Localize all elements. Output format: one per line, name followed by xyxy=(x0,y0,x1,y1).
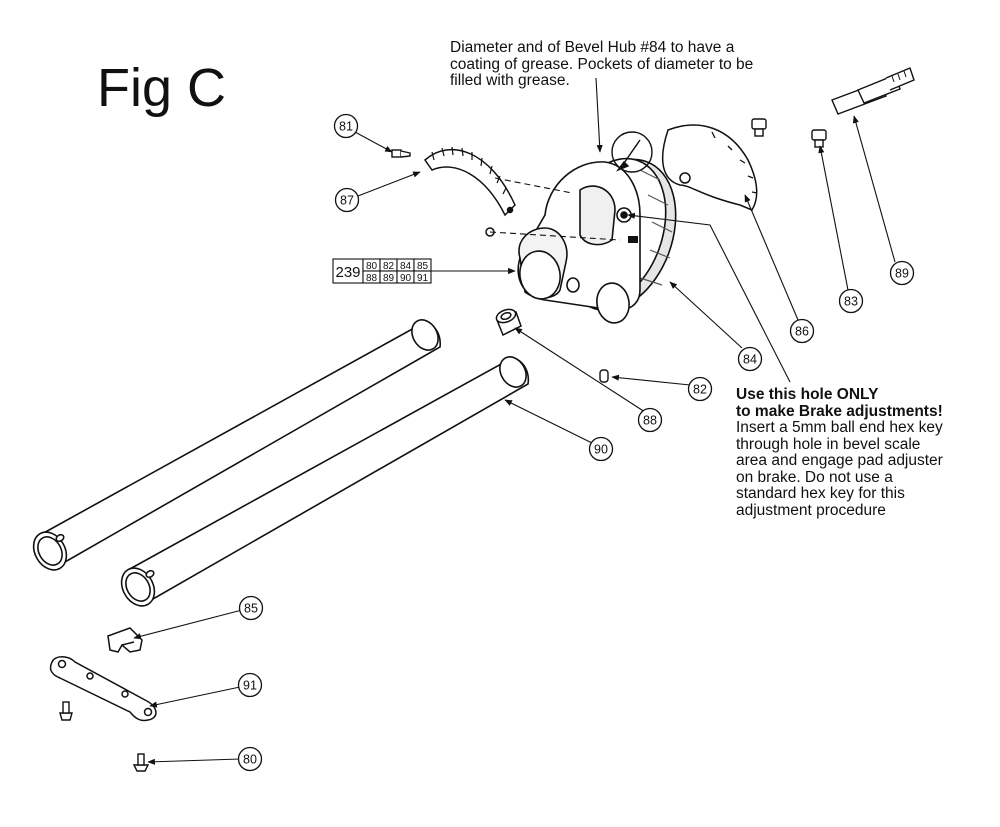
link-plate-91 xyxy=(49,656,157,722)
grease-note: Diameter and of Bevel Hub #84 to have a … xyxy=(450,39,754,90)
brake-note-line: Insert a 5mm ball end hex key xyxy=(736,419,943,436)
grease-note-line: coating of grease. Pockets of diameter t… xyxy=(450,55,754,73)
callouts: 81 87 89 83 86 84 xyxy=(237,113,915,772)
svg-text:83: 83 xyxy=(844,295,858,309)
grease-note-line: filled with grease. xyxy=(450,72,570,89)
svg-text:90: 90 xyxy=(594,443,608,457)
leader-lines xyxy=(133,77,896,765)
assembly-part: 90 xyxy=(400,273,412,284)
tube-long-rear xyxy=(32,319,441,571)
assembly-part: 89 xyxy=(383,273,395,284)
sleeve-88 xyxy=(495,308,522,337)
callout-80: 80 xyxy=(237,746,263,772)
tube-90 xyxy=(120,356,530,607)
callout-87: 87 xyxy=(334,187,360,213)
svg-text:87: 87 xyxy=(340,194,354,208)
callout-84: 84 xyxy=(737,346,763,372)
bevel-scale-87 xyxy=(424,146,516,237)
brake-note-heading: to make Brake adjustments! xyxy=(736,402,943,420)
assembly-part: 85 xyxy=(417,261,429,272)
svg-text:88: 88 xyxy=(643,414,657,428)
screw-80b xyxy=(132,753,150,772)
brake-note-heading: Use this hole ONLY xyxy=(736,386,879,403)
screw-80a xyxy=(59,701,73,721)
assembly-part: 80 xyxy=(366,261,378,272)
svg-text:82: 82 xyxy=(693,383,707,397)
screw-81 xyxy=(391,149,411,158)
assembly-part: 82 xyxy=(383,261,395,272)
callout-86: 86 xyxy=(789,318,815,344)
screw-83b xyxy=(811,129,827,148)
svg-text:81: 81 xyxy=(339,120,353,134)
grease-brush-icon xyxy=(611,131,653,173)
bracket-85 xyxy=(107,627,143,653)
callout-90: 90 xyxy=(588,436,614,462)
callout-82: 82 xyxy=(687,376,713,402)
svg-text:84: 84 xyxy=(743,353,757,367)
callout-91: 91 xyxy=(237,672,263,698)
pin-82 xyxy=(599,369,609,383)
assembly-number: 239 xyxy=(335,264,360,281)
svg-text:80: 80 xyxy=(243,753,257,767)
brake-plate-86 xyxy=(661,124,758,211)
svg-text:89: 89 xyxy=(895,267,909,281)
brake-note-line: area and engage pad adjuster xyxy=(736,452,943,469)
grease-note-line: Diameter and of Bevel Hub #84 to have a xyxy=(450,39,735,56)
stud-89 xyxy=(831,67,915,115)
callout-81: 81 xyxy=(333,113,359,139)
assembly-part: 88 xyxy=(366,273,378,284)
brake-note-line: standard hex key for this xyxy=(736,485,905,502)
brake-note-line: adjustment procedure xyxy=(736,501,886,519)
assembly-part: 91 xyxy=(417,273,429,284)
callout-83: 83 xyxy=(838,288,864,314)
assembly-box-239: 239 80 82 84 85 88 89 90 91 xyxy=(332,258,432,284)
assembly-part: 84 xyxy=(400,261,412,272)
brake-note-line: through hole in bevel scale xyxy=(736,435,921,453)
svg-text:91: 91 xyxy=(243,679,257,693)
callout-85: 85 xyxy=(238,595,264,621)
callout-89: 89 xyxy=(889,260,915,286)
svg-text:86: 86 xyxy=(795,325,809,339)
svg-text:85: 85 xyxy=(244,602,258,616)
brake-note: Use this hole ONLY to make Brake adjustm… xyxy=(736,386,943,519)
screw-83a xyxy=(751,118,767,137)
bevel-hub-housing xyxy=(517,157,677,324)
brake-note-line: on brake. Do not use a xyxy=(736,468,893,486)
callout-88: 88 xyxy=(637,407,663,433)
figure-title: Fig C xyxy=(97,58,227,118)
